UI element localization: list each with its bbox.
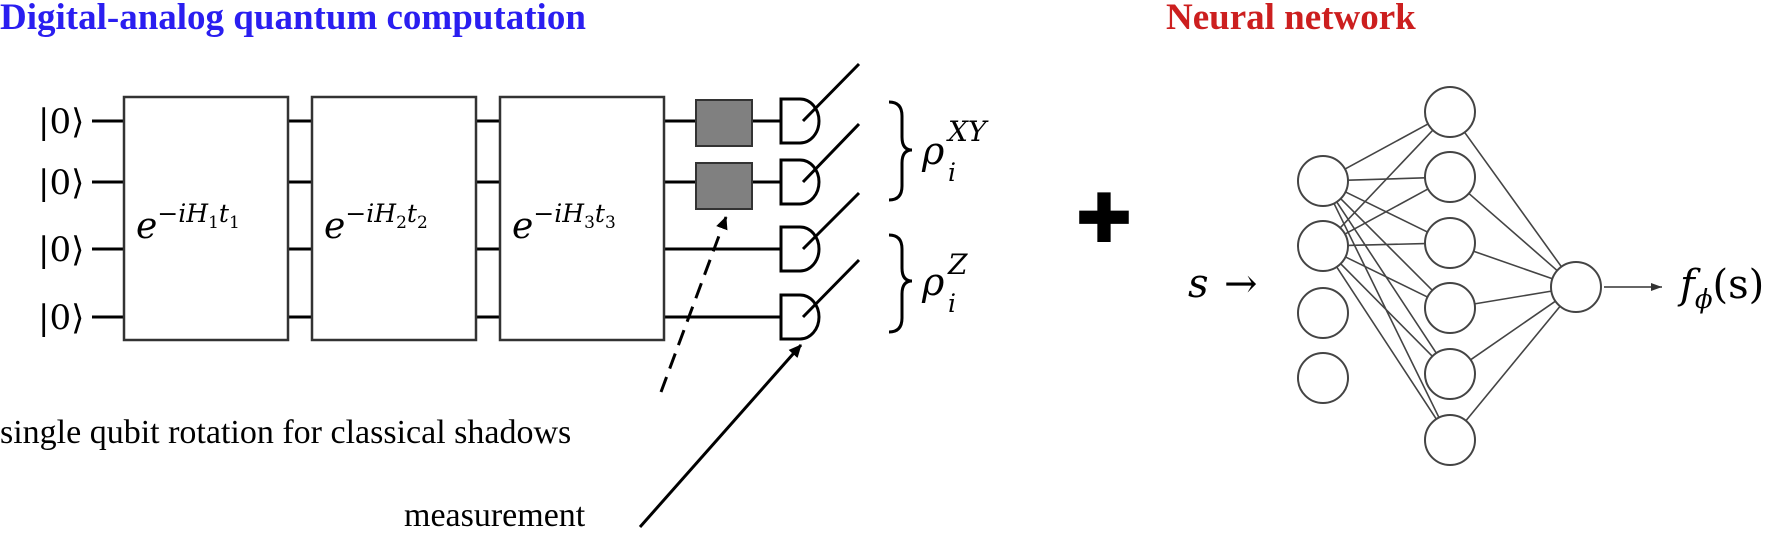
edge-input-2-hidden-4 (1345, 256, 1428, 298)
hidden-neuron-3 (1424, 217, 1476, 269)
output-labels: ρ i XY ρ i Z (921, 115, 989, 318)
gate-labels: e−iH1t1 e−iH2t2 e−iH3t3 (136, 199, 616, 247)
measurement-meters (779, 97, 821, 341)
measurement-pointer-arrow (638, 344, 803, 528)
edge-hidden-3-output-1 (1473, 250, 1553, 280)
rho-xy-symbol: ρ (921, 129, 945, 173)
brace-xy (888, 100, 913, 202)
qubit-label-3: |0⟩ (38, 230, 84, 270)
network-output-label: fϕ(s) (1677, 262, 1764, 315)
meter-needle-1 (801, 62, 861, 123)
rho-xy-subscript: i (948, 158, 956, 187)
network-input-arrow: → (1224, 261, 1258, 307)
network-nodes (1297, 86, 1602, 466)
meter-1 (779, 97, 821, 145)
qubit-label-4: |0⟩ (38, 298, 84, 338)
edge-input-2-hidden-2 (1344, 188, 1429, 235)
gate-label-2: e−iH2t2 (324, 199, 428, 247)
network-input-symbol: s (1188, 261, 1209, 307)
gate-label-1: e−iH1t1 (136, 199, 240, 247)
output-braces (888, 100, 913, 334)
input-neuron-2 (1297, 220, 1349, 272)
rotation-box-2 (695, 162, 753, 210)
rho-xy-superscript: XY (946, 115, 989, 148)
edge-hidden-2-output-1 (1468, 192, 1558, 272)
network-edges (1333, 123, 1563, 422)
edge-hidden-1-output-1 (1463, 131, 1563, 268)
rotation-box-1 (695, 99, 753, 147)
meter-needle-3 (801, 191, 861, 251)
hidden-neuron-1 (1424, 86, 1476, 138)
qubit-labels: |0⟩ |0⟩ |0⟩ |0⟩ (38, 102, 84, 338)
edge-input-2-hidden-5 (1340, 263, 1433, 357)
rho-z-symbol: ρ (921, 260, 945, 304)
quantum-section-title: Digital-analog quantum computation (0, 0, 586, 38)
qubit-label-1: |0⟩ (38, 102, 84, 142)
meter-needle-2 (801, 122, 861, 184)
rotation-pointer-arrow (659, 216, 728, 393)
meter-needles (801, 62, 861, 319)
edge-input-2-hidden-6 (1336, 266, 1437, 420)
gate-boxes (122, 95, 666, 342)
network-section-title: Neural network (1166, 0, 1416, 38)
rho-z-subscript: i (948, 289, 956, 318)
hidden-neuron-2 (1424, 151, 1476, 203)
rotation-boxes (695, 99, 753, 210)
plus-sign: ✚ (1076, 180, 1133, 259)
input-neuron-1 (1297, 155, 1349, 207)
rotation-caption: single qubit rotation for classical shad… (0, 414, 572, 451)
input-neuron-4 (1297, 352, 1349, 404)
measurement-caption: measurement (404, 497, 586, 534)
meter-3 (779, 225, 821, 273)
neural-network-diagram (1297, 86, 1602, 466)
edge-input-1-hidden-1 (1344, 123, 1429, 170)
gate-box-3 (498, 95, 666, 342)
gate-box-1 (122, 95, 290, 342)
edge-input-2-hidden-3 (1347, 242, 1426, 247)
meter-needle-4 (801, 258, 861, 319)
meter-2 (779, 158, 821, 206)
qubit-label-2: |0⟩ (38, 163, 84, 203)
hidden-neuron-5 (1424, 348, 1476, 400)
hidden-neuron-6 (1424, 414, 1476, 466)
edge-hidden-5-output-1 (1470, 300, 1556, 361)
gate-box-2 (310, 95, 478, 342)
input-neuron-3 (1297, 287, 1349, 339)
edge-hidden-6-output-1 (1465, 305, 1561, 422)
rho-z-superscript: Z (947, 248, 968, 281)
meter-4 (779, 293, 821, 341)
edge-hidden-4-output-1 (1474, 290, 1552, 305)
gate-label-3: e−iH3t3 (512, 199, 616, 247)
output-neuron-1 (1550, 261, 1602, 313)
edge-input-2-hidden-1 (1339, 129, 1434, 229)
hidden-neuron-4 (1424, 282, 1476, 334)
brace-z (888, 233, 913, 334)
